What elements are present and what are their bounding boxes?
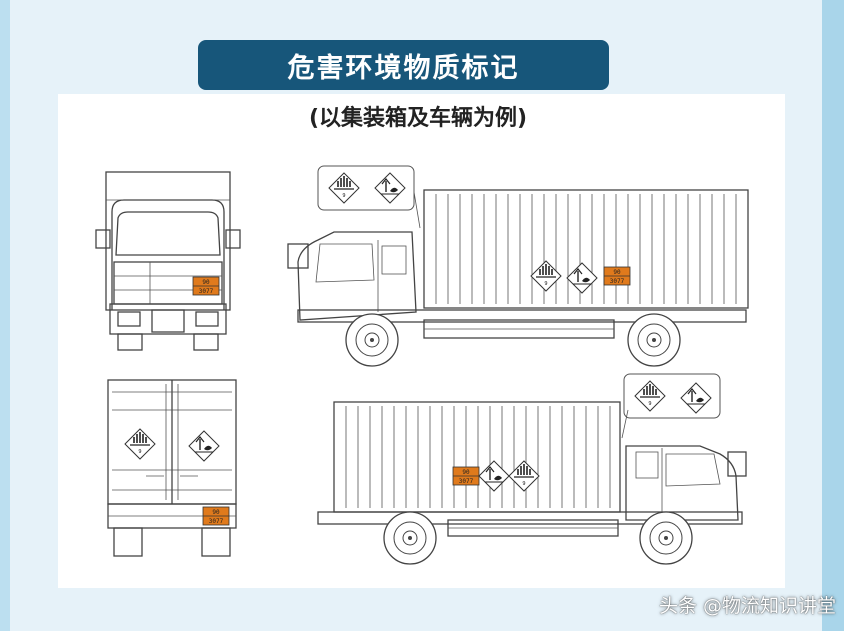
truck-front-view	[95, 171, 241, 351]
page-subtitle: (以集装箱及车辆为例)	[308, 106, 528, 131]
truck-side-view-cab-right	[317, 373, 747, 565]
truck-rear-view	[107, 379, 237, 557]
page-title: 危害环境物质标记	[198, 40, 609, 90]
right-border-stripe	[822, 0, 844, 631]
truck-side-view-cab-left	[287, 165, 749, 367]
watermark: 头条 @物流知识讲堂	[658, 594, 836, 617]
left-border-stripe	[0, 0, 10, 631]
